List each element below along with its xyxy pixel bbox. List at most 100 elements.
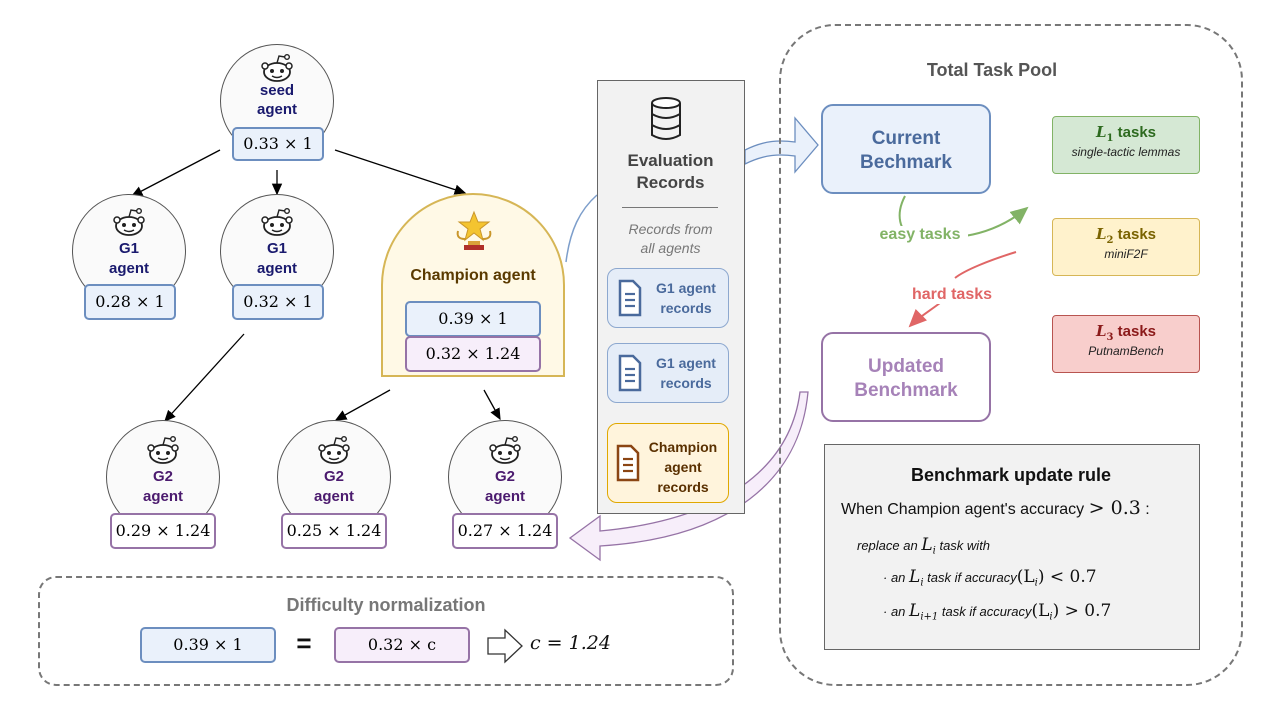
champion-records-label-2: agent (664, 459, 702, 475)
difficulty-normalization-panel: Difficulty normalization (38, 576, 734, 686)
g2-agent-label-1: G2 (152, 468, 173, 485)
bullet2-math-post: ) > 0.7 (1052, 601, 1112, 621)
level-2-sub: 2 (1106, 235, 1114, 246)
level-1-symbol: L (1095, 123, 1107, 141)
champion-records-label-3: records (657, 479, 709, 495)
normalization-equals: = (296, 628, 312, 658)
g1-agent-score-1: 0.28 × 1 (84, 284, 176, 320)
level-2-desc: miniF2F (1104, 247, 1148, 261)
update-rule-threshold: > 0.3 (1088, 497, 1141, 519)
updated-benchmark-box: Updated Benchmark (821, 332, 991, 422)
g1-agent-label-1: G1 (118, 240, 139, 257)
g1-records-card-2: G1 agent records (607, 343, 729, 403)
records-divider (622, 207, 718, 208)
update-rule-line2-post: task with (939, 538, 991, 553)
update-rule-line2-pre: replace an (857, 538, 918, 553)
seed-agent-label-1: seed (259, 82, 295, 99)
arrow-champion-g2c (483, 389, 501, 421)
g2-agent-label-2: agent (313, 488, 354, 505)
bullet2-sym: L (909, 601, 921, 621)
g1-agent-label-2: agent (256, 260, 297, 277)
g1-agent-label-2: agent (108, 260, 149, 277)
document-icon (616, 444, 640, 482)
normalization-left: 0.39 × 1 (140, 627, 276, 663)
level-2-symbol: L (1095, 225, 1107, 243)
records-to-benchmark-arrow (744, 116, 819, 174)
hard-tasks-label: hard tasks (900, 286, 1004, 304)
champion-score-1: 0.39 × 1 (405, 301, 541, 337)
database-icon (651, 97, 681, 140)
update-rule-line2: replace an Li task with (857, 535, 990, 557)
seed-agent-score: 0.33 × 1 (232, 127, 324, 161)
bullet1-math-post: ) < 0.7 (1037, 567, 1097, 587)
bullet2-sub: i+1 (920, 611, 939, 623)
bullet1-mid: task if accuracy (927, 570, 1017, 585)
normalization-result: c = 1.24 (530, 632, 611, 654)
records-title-2: Records (636, 173, 705, 192)
level-1-sub: 1 (1106, 133, 1114, 144)
robot-icon (261, 54, 293, 82)
robot-icon (261, 208, 293, 236)
update-rule-line2-sym: L (921, 535, 933, 555)
benchmark-to-agents-arrow (568, 391, 809, 562)
implies-arrow (487, 628, 523, 664)
update-rule-box: Benchmark update rule When Champion agen… (824, 444, 1200, 650)
g1-records-card-1: G1 agent records (607, 268, 729, 328)
update-rule-bullet2: · an Li+1 task if accuracy(Li) > 0.7 (883, 601, 1111, 623)
level-3-box: L3 tasks PutnamBench (1052, 315, 1200, 373)
robot-icon (147, 436, 179, 464)
update-rule-line1-text: When Champion agent's accuracy (841, 501, 1085, 518)
g1-agent-label-1: G1 (266, 240, 287, 257)
g2-agent-score-3: 0.27 × 1.24 (452, 513, 558, 549)
g2-agent-label-2: agent (142, 488, 183, 505)
g2-agent-label-1: G2 (323, 468, 344, 485)
bullet2-mid: task if accuracy (941, 604, 1032, 619)
g2-agent-label-1: G2 (494, 468, 515, 485)
champion-records-label-1: Champion (648, 439, 718, 455)
records-title-1: Evaluation (627, 151, 714, 170)
level-1-word: tasks (1117, 124, 1157, 141)
bullet1-sub: i (920, 577, 924, 589)
champion-to-records-curve (565, 194, 598, 263)
level-3-word: tasks (1117, 323, 1157, 340)
update-rule-colon: : (1145, 501, 1150, 518)
trophy-icon (456, 210, 492, 250)
champion-records-card: Champion agent records (607, 423, 729, 503)
bullet1-math-sub: i (1034, 577, 1038, 589)
update-rule-title: Benchmark update rule (910, 465, 1112, 485)
task-pool-title: Total Task Pool (926, 60, 1058, 80)
champion-score-2: 0.32 × 1.24 (405, 336, 541, 372)
level-2-box: L2 tasks miniF2F (1052, 218, 1200, 276)
g2-agent-score-2: 0.25 × 1.24 (281, 513, 387, 549)
g2-agent-score-1: 0.29 × 1.24 (110, 513, 216, 549)
document-icon (618, 279, 642, 317)
bullet2-pre: · an (883, 604, 906, 619)
bullet1-sym: L (909, 567, 921, 587)
arrow-g1b-g2a (164, 333, 245, 422)
level-1-box: L1 tasks single-tactic lemmas (1052, 116, 1200, 174)
normalization-title: Difficulty normalization (286, 595, 486, 615)
level-3-sub: 3 (1106, 332, 1114, 343)
updated-benchmark-label-1: Updated (868, 356, 944, 377)
level-3-desc: PutnamBench (1088, 344, 1164, 358)
level-1-desc: single-tactic lemmas (1071, 145, 1181, 159)
g1-records-label-2: records (660, 375, 712, 391)
update-rule-line1: When Champion agent's accuracy > 0.3 : (841, 497, 1201, 519)
level-3-symbol: L (1095, 322, 1107, 340)
updated-benchmark-label-2: Benchmark (854, 380, 958, 401)
champion-agent-label: Champion agent (410, 267, 536, 284)
update-rule-bullet1: · an Li task if accuracy(Li) < 0.7 (883, 567, 1097, 589)
robot-icon (489, 436, 521, 464)
g1-records-label-1: G1 agent (656, 355, 716, 371)
normalization-right: 0.32 × c (334, 627, 470, 663)
records-subtitle-1: Records from (628, 221, 713, 237)
records-subtitle-2: all agents (640, 240, 701, 256)
easy-tasks-label: easy tasks (872, 226, 968, 244)
g2-agent-label-2: agent (484, 488, 525, 505)
bullet1-pre: · an (883, 570, 906, 585)
seed-agent-label-2: agent (256, 101, 297, 118)
bullet2-math: (L (1031, 601, 1050, 621)
g1-records-label-2: records (660, 300, 712, 316)
bullet2-math-sub: i (1049, 611, 1053, 623)
